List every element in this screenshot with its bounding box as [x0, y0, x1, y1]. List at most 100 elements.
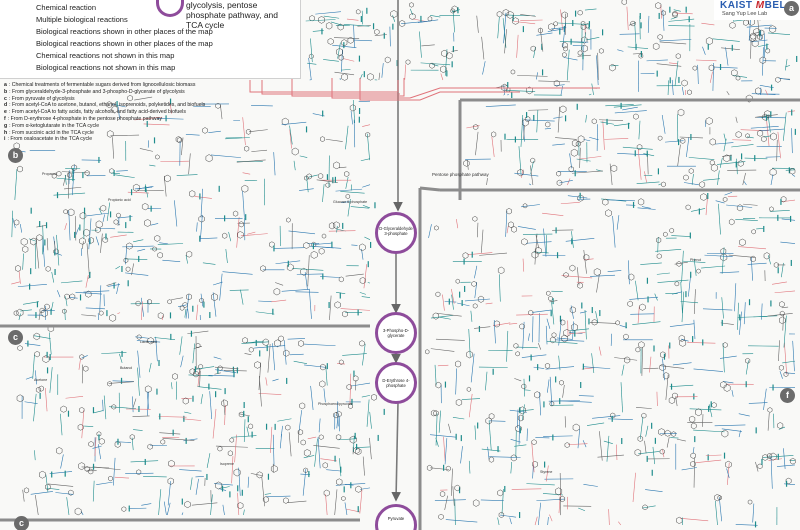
reaction-line-1570: [770, 456, 773, 489]
reaction-line-1683: [616, 215, 620, 230]
reaction-line-326: [46, 238, 49, 251]
reaction-line-1162: [569, 153, 573, 169]
reaction-line-1440: [546, 318, 551, 329]
reaction-line-362: [18, 271, 21, 284]
reaction-line-1059: [497, 16, 500, 39]
molecule-structure-1672: [493, 320, 500, 328]
reaction-line-192: [281, 121, 307, 125]
reaction-line-841: [354, 39, 373, 42]
reaction-line-1518: [549, 376, 553, 406]
molecule-structure-224: [260, 265, 266, 272]
reaction-line-683: [48, 483, 74, 487]
molecule-structure-666: [359, 340, 365, 347]
reaction-line-918: [721, 47, 740, 51]
reaction-line-1380: [637, 207, 656, 210]
molecule-structure-1829: [559, 495, 566, 503]
reaction-line-1686: [774, 290, 796, 294]
molecule-structure-566: [262, 338, 270, 346]
molecule-structure-1523: [572, 423, 580, 432]
reaction-line-893: [762, 47, 764, 76]
reaction-line-1381: [528, 333, 530, 341]
molecule-structure-1738: [439, 491, 446, 498]
molecule-structure-446: [42, 355, 50, 363]
molecule-structure-614: [221, 399, 228, 407]
reaction-line-1745: [497, 517, 500, 526]
molecule-structure-1694: [689, 415, 696, 423]
reaction-line-1499: [643, 367, 659, 369]
reaction-line-1155: [636, 181, 660, 184]
molecule-structure-56: [127, 94, 133, 102]
reaction-line-24: [110, 234, 127, 238]
molecule-structure-1385: [510, 454, 517, 462]
molecule-structure-1051: [630, 20, 636, 27]
reaction-line-15: [116, 170, 128, 172]
molecule-structure-978: [526, 86, 533, 95]
reaction-line-881: [308, 57, 312, 81]
molecule-structure-330: [13, 219, 20, 226]
reaction-line-1759: [714, 500, 718, 526]
molecule-structure-1215: [770, 132, 777, 141]
molecule-structure-995: [638, 53, 644, 59]
reaction-line-1238: [723, 138, 727, 152]
reaction-line-263: [228, 231, 232, 242]
reaction-line-1565: [567, 443, 588, 445]
reaction-line-1838: [452, 486, 455, 506]
reaction-line-1218: [486, 178, 488, 186]
molecule-structure-1286: [532, 460, 538, 468]
molecule-structure-1080: [753, 27, 761, 36]
reaction-line-1295: [479, 252, 508, 256]
reaction-line-66: [202, 262, 216, 265]
reaction-line-1460: [660, 365, 685, 369]
molecule-structure-684: [45, 483, 51, 491]
reaction-line-1707: [763, 388, 767, 411]
molecule-structure-563: [338, 359, 344, 365]
reaction-line-517: [132, 415, 150, 417]
reaction-line-1027: [566, 49, 570, 81]
molecule-structure-113: [241, 184, 249, 193]
reaction-line-558: [214, 483, 233, 486]
reaction-line-678: [284, 340, 287, 365]
reaction-line-1789: [752, 503, 755, 523]
reaction-line-1713: [715, 200, 725, 204]
reaction-line-1779: [493, 319, 496, 344]
reaction-line-608: [304, 364, 327, 368]
reaction-line-957: [538, 80, 570, 83]
reaction-line-1824: [778, 340, 780, 362]
reaction-line-276: [156, 118, 184, 120]
reaction-line-851: [307, 62, 317, 65]
reaction-line-1456: [448, 423, 452, 434]
panel-letter-c: c: [8, 330, 23, 345]
reaction-line-187: [220, 105, 223, 120]
reaction-line-1013: [647, 15, 650, 33]
reaction-line-1490: [755, 461, 759, 472]
molecule-structure-1854: [549, 401, 555, 407]
reaction-line-1729: [641, 206, 651, 209]
reaction-line-1267: [750, 125, 779, 129]
reaction-line-54: [188, 153, 191, 175]
legend-label: Biological reactions shown in other plac…: [36, 27, 213, 36]
reaction-line-1164: [555, 137, 577, 140]
reaction-line-301: [36, 224, 47, 228]
reaction-line-1018: [746, 24, 772, 28]
molecule-structure-379: [100, 204, 107, 212]
reaction-line-333: [100, 233, 103, 253]
reaction-line-1101: [613, 104, 642, 108]
molecule-structure-1056: [759, 56, 767, 64]
reaction-line-73: [335, 188, 363, 192]
reaction-line-1519: [430, 434, 457, 438]
reaction-line-1727: [526, 241, 552, 244]
reaction-line-1026: [507, 94, 509, 96]
reaction-line-743: [200, 394, 203, 405]
molecule-structure-1654: [678, 334, 685, 342]
reaction-line-1075: [626, 6, 629, 31]
molecule-structure-689: [160, 439, 166, 445]
reaction-line-905: [533, 46, 536, 59]
reaction-line-1605: [669, 384, 694, 388]
reaction-line-540: [190, 477, 193, 490]
molecule-structure-466: [355, 485, 362, 493]
reaction-line-554: [326, 469, 341, 472]
molecule-structure-722: [352, 375, 359, 382]
molecule-structure-573: [79, 354, 85, 360]
molecule-structure-255: [116, 212, 121, 218]
reaction-line-1078: [675, 12, 693, 15]
